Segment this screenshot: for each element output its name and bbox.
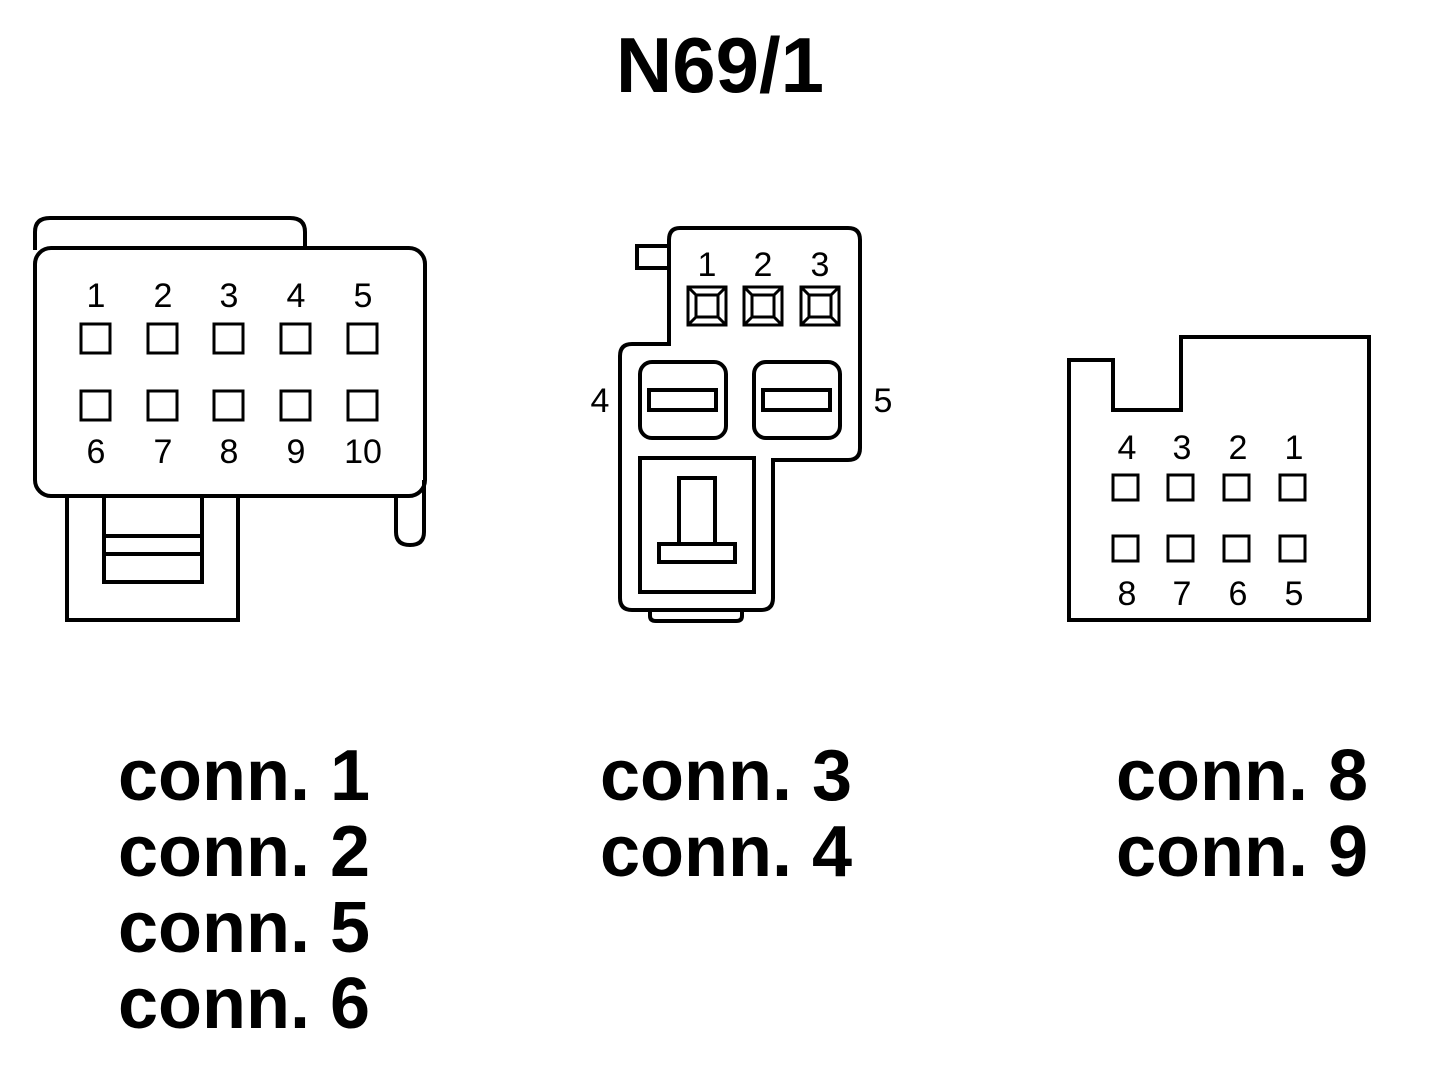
pin-label: 2 <box>1229 429 1248 467</box>
connector-middle-key-tab <box>635 244 671 270</box>
pin-hole-3 <box>212 322 245 355</box>
pin-socket-1-inner <box>686 285 728 327</box>
connector-middle-t-bar <box>657 542 737 564</box>
pin-socket-3-inner <box>799 285 841 327</box>
pin-socket-5 <box>752 360 842 440</box>
pin-label: 3 <box>811 246 830 284</box>
connector-right <box>1067 335 1371 622</box>
pin-hole-3 <box>1166 473 1195 502</box>
connector-left-pin-holes <box>79 322 379 422</box>
pin-socket-2 <box>742 285 784 327</box>
connector-label: conn. 1 <box>117 736 370 816</box>
pin-label: 4 <box>591 382 610 420</box>
connector-right-labels: conn. 8 conn. 9 <box>1058 738 1368 890</box>
connector-label: conn. 6 <box>117 964 370 1044</box>
pin-label: 8 <box>220 433 239 471</box>
pin-label: 3 <box>1173 429 1192 467</box>
connector-middle-bottom-lip <box>648 610 744 623</box>
connector-left-body <box>33 246 427 498</box>
pin-label: 7 <box>154 433 173 471</box>
pin-hole-5 <box>346 322 379 355</box>
connector-left-side-tab <box>394 480 426 548</box>
connector-label: conn. 9 <box>1115 812 1368 892</box>
pin-label: 3 <box>220 277 239 315</box>
connector-left-back-shell <box>33 216 307 250</box>
connector-label: conn. 3 <box>599 736 852 816</box>
pin-label: 8 <box>1118 575 1137 613</box>
connector-label: conn. 8 <box>1115 736 1368 816</box>
connector-middle-top-pins <box>686 285 841 327</box>
pin-label: 4 <box>1118 429 1137 467</box>
pin-label: 6 <box>1229 575 1248 613</box>
pin-label: 1 <box>1285 429 1304 467</box>
pin-hole-8 <box>212 389 245 422</box>
connector-label: conn. 2 <box>117 812 370 892</box>
connector-right-outline <box>1067 335 1371 622</box>
pin-socket-1 <box>686 285 728 327</box>
pin-hole-4 <box>1111 473 1140 502</box>
pin-label: 5 <box>1285 575 1304 613</box>
pin-socket-2-inner <box>742 285 784 327</box>
pin-hole-5 <box>1278 534 1307 563</box>
pin-label: 6 <box>87 433 106 471</box>
pin-label: 1 <box>698 246 717 284</box>
pin-label: 4 <box>287 277 306 315</box>
pin-hole-1 <box>79 322 112 355</box>
pin-label: 2 <box>154 277 173 315</box>
pin-socket-3 <box>799 285 841 327</box>
pin-hole-7 <box>1166 534 1195 563</box>
pin-hole-8 <box>1111 534 1140 563</box>
connector-middle-labels: conn. 3 conn. 4 <box>540 738 852 890</box>
connector-middle-t-stem <box>677 476 717 546</box>
diagram-title: N69/1 <box>615 21 825 109</box>
pin-label: 10 <box>344 433 382 471</box>
connector-right-pin-holes <box>1111 473 1307 563</box>
connector-left-lower-housing <box>65 496 240 622</box>
pin-blade-5 <box>761 388 832 412</box>
pin-label: 7 <box>1173 575 1192 613</box>
connector-right-pin-labels: 4 3 2 1 8 7 6 5 <box>1118 429 1304 613</box>
connector-middle-lower-cavity <box>638 456 756 594</box>
connector-middle <box>618 226 862 623</box>
pin-hole-2 <box>1222 473 1251 502</box>
connector-left-latch <box>102 494 204 584</box>
pin-label: 5 <box>874 382 893 420</box>
pin-label: 9 <box>287 433 306 471</box>
connector-label: conn. 5 <box>117 888 370 968</box>
connector-left-labels: conn. 1 conn. 2 conn. 5 conn. 6 <box>60 738 370 1042</box>
connector-middle-pin-labels: 1 2 3 4 5 <box>591 246 893 420</box>
pin-hole-6 <box>1222 534 1251 563</box>
pin-blade-4 <box>647 388 718 412</box>
pin-hole-1 <box>1278 473 1307 502</box>
pin-hole-7 <box>146 389 179 422</box>
connector-label: conn. 4 <box>599 812 852 892</box>
pin-hole-2 <box>146 322 179 355</box>
connector-left <box>33 216 427 622</box>
pin-label: 5 <box>354 277 373 315</box>
pin-hole-10 <box>346 389 379 422</box>
pin-socket-4 <box>638 360 728 440</box>
pin-hole-9 <box>279 389 312 422</box>
connector-left-pin-labels: 1 2 3 4 5 6 7 8 9 10 <box>87 277 382 471</box>
connector-middle-outline <box>618 226 862 612</box>
pin-hole-6 <box>79 389 112 422</box>
pin-label: 2 <box>754 246 773 284</box>
pin-hole-4 <box>279 322 312 355</box>
pin-label: 1 <box>87 277 106 315</box>
